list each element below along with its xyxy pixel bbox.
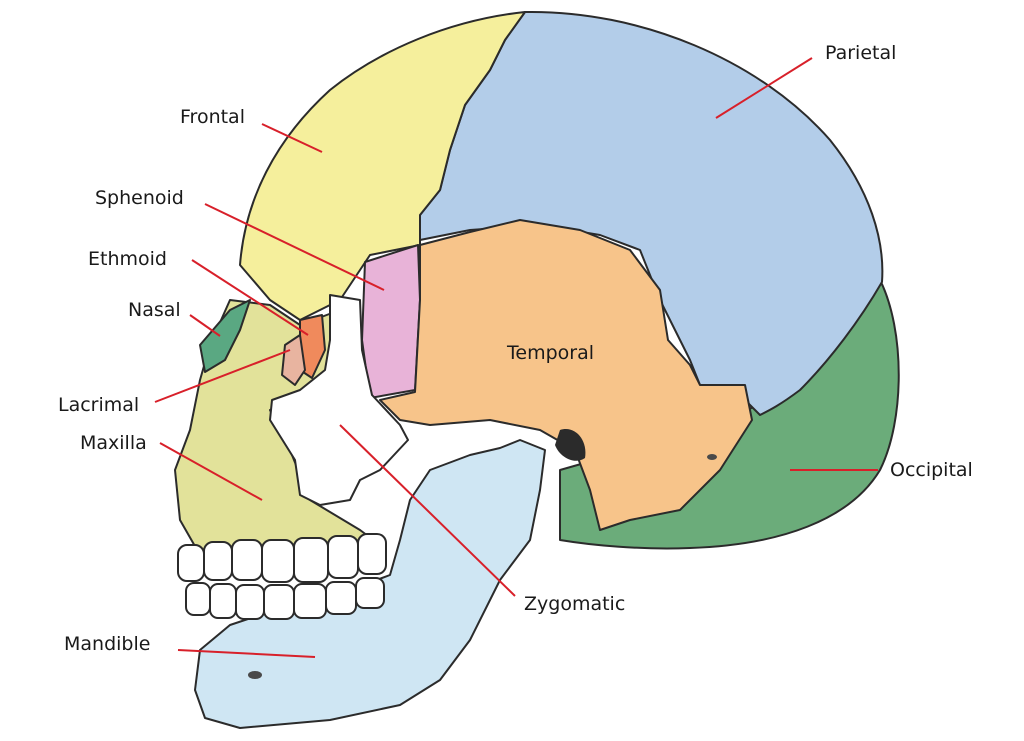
tooth (231, 539, 263, 581)
tooth (357, 533, 387, 575)
tooth (293, 583, 327, 619)
parietal-bone (419, 10, 884, 416)
tooth (209, 583, 237, 619)
leader-lines (154, 57, 878, 658)
tooth (355, 577, 385, 609)
ear-canal (555, 429, 586, 461)
tooth (293, 537, 329, 583)
mental-foramen (248, 671, 262, 679)
tooth (203, 541, 233, 581)
tooth (327, 535, 359, 579)
lacrimal-bone (281, 334, 306, 386)
label-occipital: Occipital (890, 459, 973, 481)
label-zygomatic: Zygomatic (524, 593, 625, 615)
mastoid-foramen (707, 454, 717, 460)
label-maxilla: Maxilla (80, 432, 147, 454)
label-lacrimal: Lacrimal (58, 394, 139, 416)
leader-line-mandible (177, 649, 316, 658)
tooth (261, 539, 295, 583)
leader-line-parietal (715, 57, 813, 119)
leader-line-lacrimal (154, 349, 291, 403)
label-mandible: Mandible (64, 633, 150, 655)
labels: Frontal Parietal Sphenoid Ethmoid Nasal … (58, 42, 973, 655)
nasal-bone (199, 299, 251, 373)
tooth (325, 581, 357, 615)
tooth (235, 584, 265, 620)
leader-line-maxilla (159, 442, 263, 501)
label-parietal: Parietal (825, 42, 896, 64)
tooth (185, 582, 211, 616)
tooth (263, 584, 295, 620)
leader-line-zygomatic (339, 424, 516, 597)
sphenoid-bone (361, 244, 421, 399)
temporal-bone (379, 219, 753, 531)
leader-line-ethmoid (191, 259, 309, 336)
label-temporal: Temporal (506, 342, 594, 364)
tooth (177, 544, 205, 582)
label-sphenoid: Sphenoid (95, 187, 184, 209)
leader-line-sphenoid (204, 203, 385, 291)
label-frontal: Frontal (180, 106, 245, 128)
teeth (177, 533, 387, 620)
label-nasal: Nasal (128, 299, 181, 321)
leader-line-nasal (189, 314, 221, 337)
leader-line-frontal (261, 123, 323, 153)
label-ethmoid: Ethmoid (88, 248, 167, 270)
zygomatic-bone (269, 294, 409, 506)
frontal-bone (239, 11, 526, 321)
